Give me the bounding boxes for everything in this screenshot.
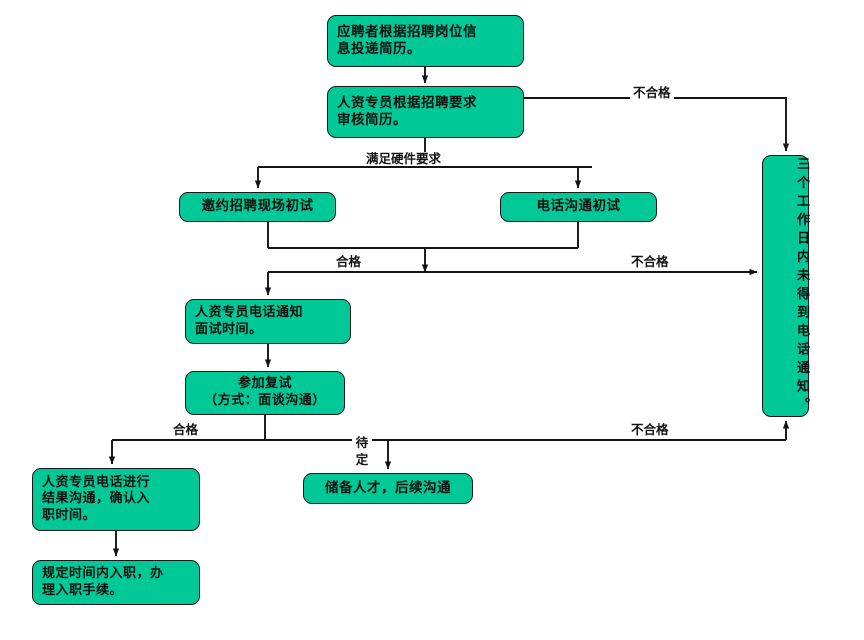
node-second-interview[interactable]: 参加复试 （方式：面谈沟通） — [185, 371, 345, 415]
node-second-interview-label: 参加复试 （方式：面谈沟通） — [204, 376, 326, 408]
edge-label-pass-second: 合格 — [170, 422, 202, 438]
node-result-communication-label: 人资专员电话进行 结果沟通，确认入 职时间。 — [42, 474, 151, 523]
node-result-communication[interactable]: 人资专员电话进行 结果沟通，确认入 职时间。 — [32, 468, 200, 531]
edge-label-pending: 待定 — [352, 435, 372, 469]
node-onboarding[interactable]: 规定时间内入职，办 理入职手续。 — [32, 560, 200, 605]
node-review-resume-label: 人资专员根据招聘要求 审核简历。 — [337, 94, 477, 128]
edge-label-pass-first: 合格 — [333, 254, 365, 270]
edge-label-reject-first: 不合格 — [628, 254, 672, 270]
node-onsite-interview[interactable]: 邀约招聘现场初试 — [179, 192, 336, 222]
node-phone-interview[interactable]: 电话沟通初试 — [500, 192, 657, 222]
edge-review-to-nocall — [524, 97, 790, 152]
node-no-call-within-three-days-label: 三个工作日内未得到电话通知。 — [794, 156, 809, 416]
node-onboarding-label: 规定时间内入职，办 理入职手续。 — [42, 565, 164, 598]
node-onsite-interview-label: 邀约招聘现场初试 — [201, 198, 314, 215]
node-apply[interactable]: 应聘者根据招聘岗位信 息投递简历。 — [327, 15, 524, 67]
node-talent-pool-label: 储备人才，后续沟通 — [325, 479, 451, 496]
node-talent-pool[interactable]: 储备人才，后续沟通 — [303, 473, 473, 504]
edge-label-meet-requirements: 满足硬件要求 — [363, 151, 445, 167]
node-apply-label: 应聘者根据招聘岗位信 息投递简历。 — [337, 23, 477, 57]
node-review-resume[interactable]: 人资专员根据招聘要求 审核简历。 — [327, 86, 524, 138]
node-phone-interview-label: 电话沟通初试 — [536, 198, 621, 215]
node-no-call-within-three-days[interactable]: 三个工作日内未得到电话通知。 — [762, 155, 809, 417]
edge-label-reject-second: 不合格 — [628, 422, 672, 438]
node-notify-interview-time-label: 人资专员电话通知 面试时间。 — [195, 304, 304, 337]
node-notify-interview-time[interactable]: 人资专员电话通知 面试时间。 — [185, 299, 351, 344]
edge-label-reject-top: 不合格 — [630, 85, 674, 101]
